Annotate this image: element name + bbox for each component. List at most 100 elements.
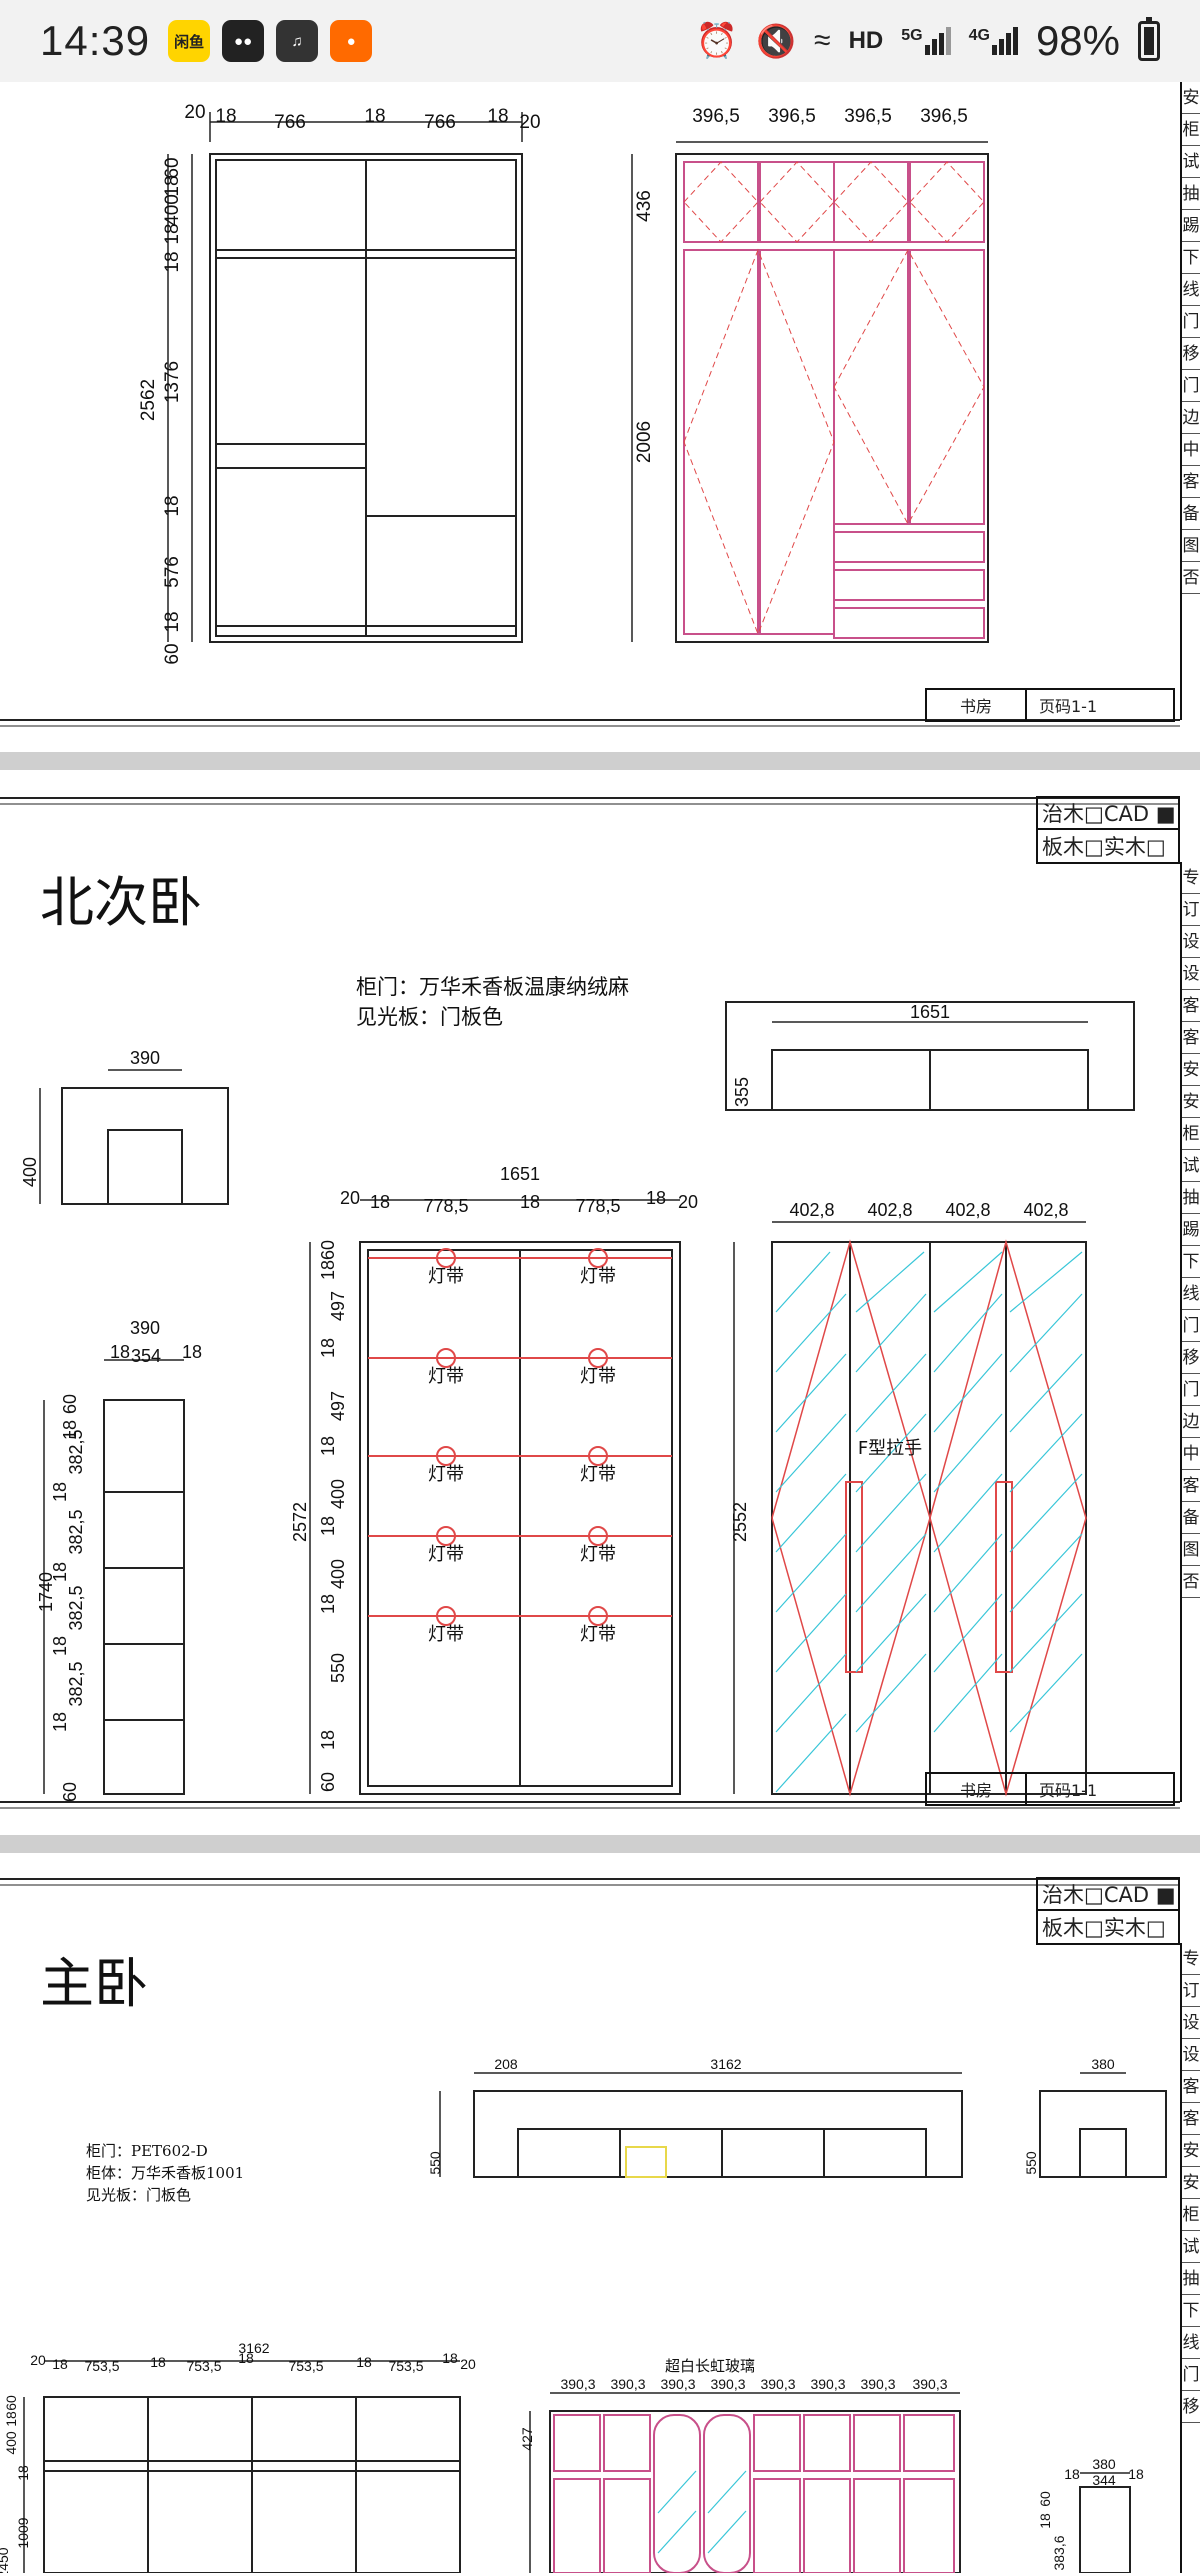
spec-sidebar-label: 试 [1182, 146, 1200, 178]
dim-label: 402,8 [789, 1200, 834, 1220]
dim-label: 18 [215, 106, 236, 127]
spec-sidebar: 专订设设客客安安柜试抽下线门移 [1180, 1943, 1200, 2573]
status-bar: 14:39 闲鱼 ●● ♫ ● ⏰ 🔇 ≈ HD 5G 4G 98% [0, 0, 1200, 82]
hd-label: HD [848, 27, 884, 54]
spec-sidebar-label: 备 [1182, 1502, 1200, 1534]
mute-icon: 🔇 [756, 23, 797, 59]
spec-sidebar-label: 下 [1182, 242, 1200, 274]
spec-sidebar-label: 线 [1182, 274, 1200, 306]
spec-sidebar-label: 设 [1182, 926, 1200, 958]
light-strip-label: 灯带 [580, 1544, 616, 1565]
dim-label: 576 [162, 556, 183, 588]
dim-label: 390,3 [860, 2376, 895, 2392]
spec-sidebar-label: 图 [1182, 1534, 1200, 1566]
handle-label: F型拉手 [858, 1438, 922, 1459]
dim-label: 427 [519, 2427, 535, 2451]
wechat-app-icon: ●● [222, 20, 265, 62]
note-line: 见光板：门板色 [356, 1005, 503, 1030]
dim-label: 396,5 [692, 106, 740, 127]
dim-label: 2552 [730, 1502, 750, 1542]
drawing-sheet-master-bedroom: 208 3162 550 380 550 3162 20 18 753,5 18… [0, 1873, 1200, 2573]
dim-label: 400 [20, 1157, 40, 1187]
dim-label: 18 [487, 106, 508, 127]
title-block: 书房 页码1-1 [925, 688, 1175, 722]
spec-sidebar-label: 线 [1182, 1278, 1200, 1310]
dim-label: 396,5 [920, 106, 968, 127]
dim-label: 18 [3, 2411, 19, 2427]
north-bedroom-wardrobe-drawing: 390 400 1651 355 390 18 354 18 1740 60 1… [0, 797, 1180, 1809]
spec-sidebar-label: 订 [1182, 894, 1200, 926]
spec-sidebar-label: 否 [1182, 1566, 1200, 1598]
dim-label: 18 [318, 1436, 338, 1456]
dim-label: 550 [427, 2151, 443, 2175]
dim-label: 18 [50, 1482, 70, 1502]
dim-label: 400 [328, 1479, 348, 1509]
dim-label: 396,5 [844, 106, 892, 127]
dim-label: 390,3 [560, 2376, 595, 2392]
dim-label: 390 [130, 1048, 160, 1068]
spec-sidebar-label: 订 [1182, 1975, 1200, 2007]
dim-label: 383,6 [1051, 2535, 1067, 2570]
dim-label: 344 [1092, 2472, 1116, 2488]
dim-label: 3162 [238, 2340, 269, 2356]
material-note: 柜门：万华禾香板温康纳绒麻 见光板：门板色 [356, 972, 629, 1033]
legend-row: 板木□实木□ [1042, 835, 1166, 859]
legend-row: 治木□CAD ■ [1038, 798, 1178, 830]
spec-sidebar-label: 安 [1182, 1086, 1200, 1118]
dim-label: 550 [328, 1653, 348, 1683]
light-strip-label: 灯带 [428, 1266, 464, 1287]
dim-label: 18 [1064, 2466, 1080, 2482]
dim-label: 18 [15, 2465, 31, 2481]
dim-label: 382,5 [66, 1509, 86, 1554]
spec-sidebar-label: 抽 [1182, 1182, 1200, 1214]
dim-label: 766 [274, 112, 306, 133]
page-divider [0, 1835, 1200, 1853]
battery-icon [1138, 17, 1160, 61]
spec-sidebar-label: 客 [1182, 1470, 1200, 1502]
dim-label: 380 [1092, 2456, 1116, 2472]
dim-label: 1651 [910, 1002, 950, 1022]
spec-sidebar-label: 设 [1182, 2039, 1200, 2071]
dim-label: 20 [184, 102, 205, 123]
dim-label: 2450 [0, 2547, 11, 2573]
spec-sidebar-label: 设 [1182, 958, 1200, 990]
dim-label: 60 [318, 1240, 338, 1260]
dim-label: 60 [162, 157, 183, 178]
dim-label: 18 [318, 1260, 338, 1280]
dim-label: 18 [364, 106, 385, 127]
light-strip-label: 灯带 [580, 1464, 616, 1485]
dim-label: 18 [50, 1562, 70, 1582]
light-strip-label: 灯带 [580, 1266, 616, 1287]
spec-sidebar-label: 客 [1182, 2103, 1200, 2135]
dim-label: 436 [634, 190, 655, 222]
spec-sidebar-label: 柜 [1182, 2199, 1200, 2231]
title-block-page: 页码1-1 [1039, 697, 1098, 716]
xianyu-app-icon: 闲鱼 [168, 20, 211, 62]
dim-label: 396,5 [768, 106, 816, 127]
dim-label: 18 [318, 1516, 338, 1536]
dim-label: 382,5 [66, 1585, 86, 1630]
dim-label: 390,3 [710, 2376, 745, 2392]
dim-label: 18 [1128, 2466, 1144, 2482]
alarm-icon: ⏰ [695, 22, 739, 60]
status-indicators: ⏰ 🔇 ≈ HD 5G 4G 98% [696, 17, 1160, 65]
title-block-room: 书房 [927, 690, 1027, 720]
spec-sidebar-label: 安 [1182, 82, 1200, 114]
dim-label: 18 [162, 251, 183, 272]
spec-sidebar-label: 安 [1182, 2167, 1200, 2199]
signal-4g-icon: 4G [969, 27, 1018, 55]
spec-sidebar-label: 试 [1182, 2231, 1200, 2263]
legend-row: 板木□实木□ [1042, 1916, 1166, 1940]
dim-label: 2562 [138, 379, 159, 421]
dim-label: 60 [318, 1772, 338, 1792]
spec-sidebar-label: 客 [1182, 1022, 1200, 1054]
spec-sidebar-label: 门 [1182, 306, 1200, 338]
spec-sidebar-label: 门 [1182, 1374, 1200, 1406]
dim-label: 550 [1023, 2151, 1039, 2175]
dim-label: 20 [340, 1188, 360, 1208]
dim-label: 753,5 [288, 2358, 323, 2374]
legend-row: 治木□CAD ■ [1038, 1879, 1178, 1911]
dim-label: 753,5 [186, 2358, 221, 2374]
spec-sidebar-label: 门 [1182, 370, 1200, 402]
dim-label: 1740 [36, 1572, 56, 1612]
